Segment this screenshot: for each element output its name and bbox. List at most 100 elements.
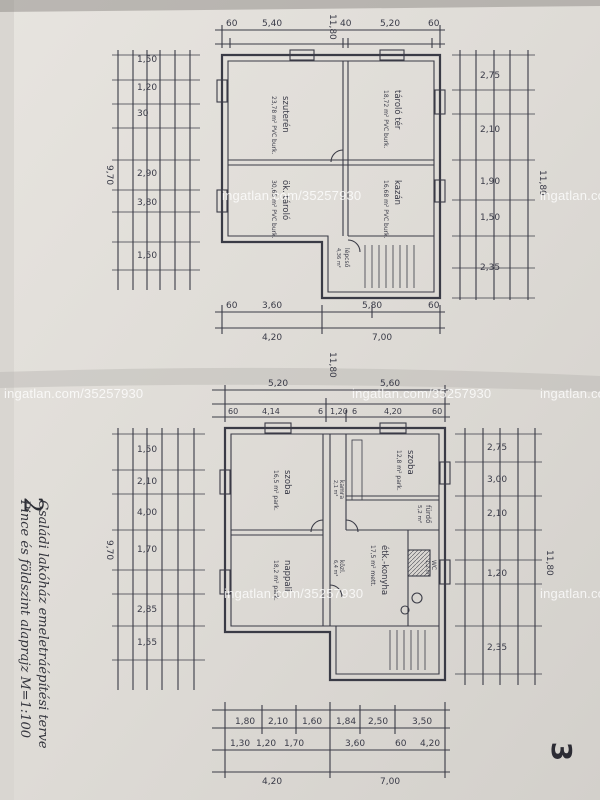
upper-room-5-name: lépcső [343, 248, 350, 268]
upper-top-seg-3: 40 [340, 19, 352, 29]
lower-top-sub-7: 60 [432, 407, 442, 416]
lower-left-seg-4: 1,70 [137, 545, 157, 555]
lower-room-6-name: WC [430, 560, 437, 570]
lower-room-5-name: fürdő [424, 505, 433, 523]
lower-right-total: 11,80 [544, 550, 554, 576]
lower-left-total: 9,70 [104, 540, 114, 560]
upper-bottom-total-2: 7,00 [372, 333, 392, 343]
lower-right-seg-2: 3,00 [487, 475, 507, 485]
lower-right-seg-4: 1,20 [487, 569, 507, 579]
lower-room-1-name: szoba [282, 470, 292, 495]
upper-room-5-area: 4,36 m² [335, 248, 341, 268]
watermark: ingatlan.com/35257930 [224, 586, 364, 601]
upper-left-seg-2: 1,20 [137, 83, 157, 93]
upper-bottom-seg-1: 60 [226, 301, 238, 311]
lower-top-sub-1: 60 [228, 407, 238, 416]
lower-bottom-total-1: 4,20 [262, 777, 282, 787]
upper-room-1-name: szuterén [280, 96, 291, 133]
lower-room-4-name: étk.-konyha [379, 545, 390, 595]
lower-room-7-area: 2,1 m² [332, 480, 338, 496]
upper-left-seg-1: 1,50 [137, 55, 157, 65]
lower-bottom-total-2: 7,00 [380, 777, 400, 787]
lower-top-sub-2: 4,14 [262, 407, 280, 416]
sheet-number: 3 [545, 741, 579, 762]
lower-top-seg-2: 5,60 [380, 379, 400, 389]
upper-room-3-name: ök. tároló [280, 180, 291, 220]
lower-bottom-r1-1: 1,80 [235, 717, 255, 727]
lower-bottom-r2-4: 3,60 [345, 739, 365, 749]
lower-top-sub-5: 6 [352, 407, 357, 416]
lower-room-2-name: szoba [405, 450, 415, 475]
drawing-title-line-1: Családi lakóház emeletráépítési terve [35, 500, 50, 749]
upper-left-seg-4: 2,90 [137, 169, 157, 179]
lower-right-seg-3: 2,10 [487, 509, 507, 519]
watermark: ingatlan.com/35257930 [352, 386, 492, 401]
lower-bottom-r1-4: 1,84 [336, 717, 356, 727]
lower-left-seg-2: 2,10 [137, 477, 157, 487]
watermark: ingatlan.com [540, 586, 600, 601]
upper-right-seg-4: 1,50 [480, 213, 500, 223]
upper-left-total: 9,70 [104, 165, 114, 185]
lower-room-6-area: 1,2 m² [424, 560, 430, 576]
lower-room-3-name: nappali [282, 560, 292, 591]
upper-floorplan [112, 25, 535, 334]
upper-bottom-total-1: 4,20 [262, 333, 282, 343]
upper-right-total: 11,80 [537, 170, 547, 196]
lower-room-8-name: közl. [338, 560, 345, 574]
upper-bottom-seg-2: 3,60 [262, 301, 282, 311]
upper-top-seg-4: 5,20 [380, 19, 400, 29]
lower-bottom-r2-1: 1,30 [230, 739, 250, 749]
lower-room-8-area: 6,4 m² [332, 560, 338, 576]
lower-bottom-r2-5: 60 [395, 739, 407, 749]
upper-room-2-name: tároló tér [392, 90, 403, 130]
lower-room-3-area: 18,2 m² park. [272, 560, 279, 601]
lower-top-sub-6: 4,20 [384, 407, 402, 416]
lower-left-seg-6: 1,55 [137, 638, 157, 648]
upper-room-4-area: 16,68 m² PVC burk. [382, 180, 389, 239]
watermark: ingatlan.com/35257930 [222, 188, 362, 203]
lower-top-seg-1: 5,20 [268, 379, 288, 389]
lower-room-5-area: 5,2 m² [416, 505, 423, 523]
lower-bottom-r2-6: 4,20 [420, 739, 440, 749]
upper-top-seg-2: 5,40 [262, 19, 282, 29]
upper-left-seg-6: 1,50 [137, 251, 157, 261]
watermark: ingatlan.com [540, 188, 600, 203]
upper-bottom-seg-3: 5,80 [362, 301, 382, 311]
upper-right-seg-2: 2,10 [480, 125, 500, 135]
lower-bottom-r1-6: 3,50 [412, 717, 432, 727]
drawing-title-line-2: Pince és földszint alaprajz M=1:100 [17, 500, 32, 739]
upper-room-1-area: 23,78 m² PVC burk. [270, 96, 277, 155]
lower-total-top: 11,80 [327, 352, 337, 378]
upper-total-top: 11,80 [327, 14, 337, 40]
lower-room-7-name: kamra [338, 480, 345, 499]
upper-right-seg-3: 1,90 [480, 177, 500, 187]
lower-room-1-area: 16,5 m² park. [272, 470, 279, 511]
watermark: ingatlan.com [540, 386, 600, 401]
upper-room-2-area: 18,72 m² PVC burk. [382, 90, 389, 149]
lower-bottom-r1-5: 2,50 [368, 717, 388, 727]
upper-room-3-area: 30,65 m² PVC burk. [270, 180, 277, 239]
upper-bottom-seg-4: 60 [428, 301, 440, 311]
lower-bottom-r2-3: 1,70 [284, 739, 304, 749]
lower-top-sub-4: 1,20 [330, 407, 348, 416]
lower-room-4-area: 17,5 m² mett. [369, 545, 376, 587]
lower-left-seg-3: 4,00 [137, 508, 157, 518]
lower-right-seg-5: 2,35 [487, 643, 507, 653]
lower-left-seg-5: 2,85 [137, 605, 157, 615]
watermark: ingatlan.com/35257930 [4, 386, 144, 401]
lower-bottom-r1-3: 1,60 [302, 717, 322, 727]
upper-right-seg-5: 2,35 [480, 263, 500, 273]
lower-top-sub-3: 6 [318, 407, 323, 416]
lower-bottom-r1-2: 2,10 [268, 717, 288, 727]
lower-left-seg-1: 1,50 [137, 445, 157, 455]
upper-top-seg-1: 60 [226, 19, 238, 29]
upper-top-seg-5: 60 [428, 19, 440, 29]
lower-room-2-area: 12,8 m² park. [395, 450, 402, 491]
upper-left-seg-5: 3,80 [137, 198, 157, 208]
upper-right-seg-1: 2,75 [480, 71, 500, 81]
lower-floorplan [112, 385, 542, 778]
upper-left-seg-3: 30 [137, 109, 149, 119]
upper-room-4-name: kazán [392, 180, 402, 205]
